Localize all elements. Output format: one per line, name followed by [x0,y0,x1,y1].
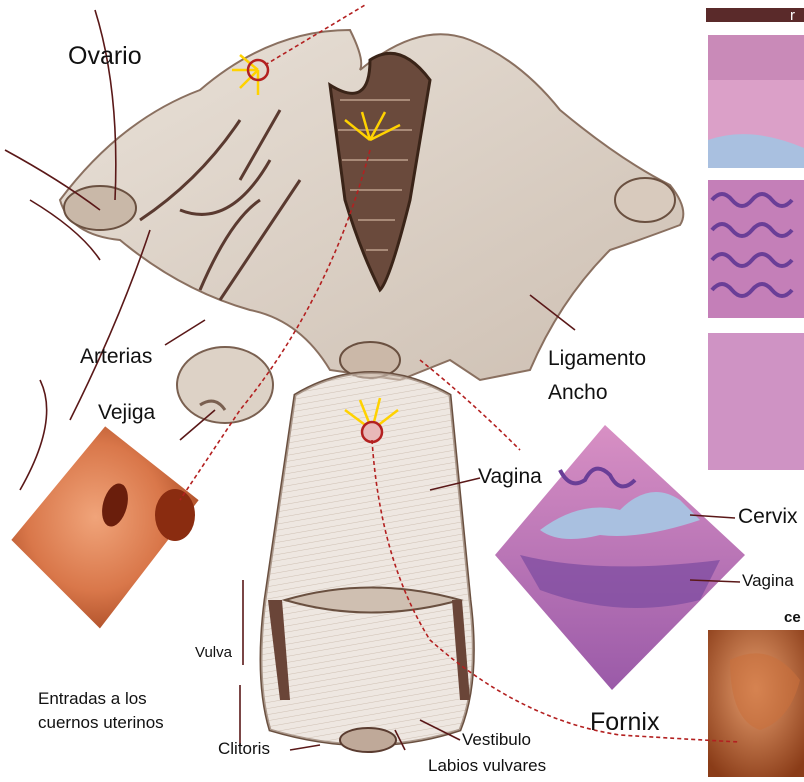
label-fornix: Fornix [590,710,659,735]
label-cervix: Cervix [738,506,798,527]
label-entradas-line2: cuernos uterinos [38,714,164,731]
label-vagina-right: Vagina [742,572,794,589]
label-entradas-line1: Entradas a los [38,690,147,707]
endoscopy-image [10,425,200,630]
label-arterias: Arterias [80,346,152,367]
label-vulva: Vulva [195,645,232,660]
label-ovario: Ovario [68,44,142,69]
label-labios: Labios vulvares [428,757,546,774]
label-corner-fragment-top: r [790,8,795,23]
label-ligamento-line1: Ligamento [548,348,646,369]
label-vestibulo: Vestibulo [462,731,531,748]
focus-circle-icon [362,422,382,442]
label-ligamento-line2: Ancho [548,382,608,403]
label-clitoris: Clitoris [218,740,270,757]
label-vejiga: Vejiga [98,402,155,423]
histology-strip [706,8,804,777]
label-vagina-center: Vagina [478,466,542,487]
label-corner-fragment-right: ce [784,610,801,625]
